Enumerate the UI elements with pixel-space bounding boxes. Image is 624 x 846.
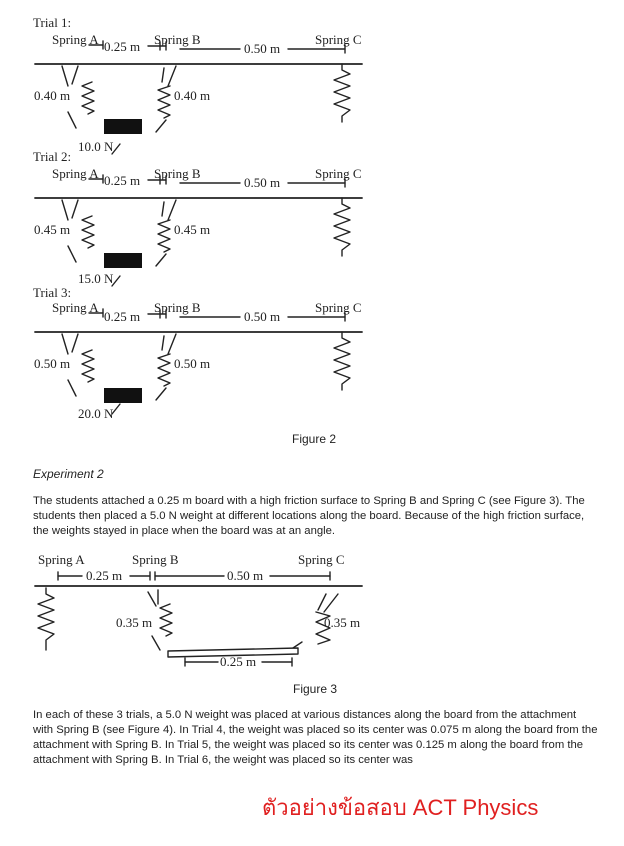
trial-2-weight-label: 15.0 N [78,271,114,286]
trial-1-weight-label: 10.0 N [78,139,114,154]
figure-3-diagram [34,571,363,667]
trial-3-title: Trial 3: [33,285,71,300]
figure-3-caption: Figure 3 [293,682,338,696]
trial-3-left-length: 0.50 m [34,356,70,371]
fig3-spring-b-label: Spring B [132,552,179,567]
experiment-2-title: Experiment 2 [33,467,104,481]
trial-1-left-length: 0.40 m [34,88,70,103]
trial-1-diagram [34,40,363,155]
trial-3-spring-c-label: Spring C [315,300,362,315]
trial-2-title: Trial 2: [33,149,71,164]
trial-1-bc-distance: 0.50 m [244,41,280,56]
fig3-spring-a-label: Spring A [38,552,85,567]
fig3-spring-c-label: Spring C [298,552,345,567]
fig3-left-length: 0.35 m [116,615,152,630]
trial-2-bc-distance: 0.50 m [244,175,280,190]
fig3-right-length: 0.35 m [324,615,360,630]
trial-1-right-length: 0.40 m [174,88,210,103]
trial-1-ab-distance: 0.25 m [104,39,140,54]
watermark-text: ตัวอย่างข้อสอบ ACT Physics [262,795,539,820]
trial-1-spring-a-label: Spring A [52,32,99,47]
trial-2-left-length: 0.45 m [34,222,70,237]
trial-2-spring-c-label: Spring C [315,166,362,181]
fig3-board-length: 0.25 m [220,654,256,669]
trial-3-diagram [34,308,363,415]
trial-3-weight-label: 20.0 N [78,406,114,421]
trial-2-spring-b-label: Spring B [154,166,201,181]
trial-2-right-length: 0.45 m [174,222,210,237]
trial-3-right-length: 0.50 m [174,356,210,371]
trial-2-ab-distance: 0.25 m [104,173,140,188]
trial-3-spring-b-label: Spring B [154,300,201,315]
trial-1-spring-c-label: Spring C [315,32,362,47]
trial-1-title: Trial 1: [33,15,71,30]
trial-2-diagram [34,174,363,287]
trial-3-bc-distance: 0.50 m [244,309,280,324]
trials-description-paragraph: In each of these 3 trials, a 5.0 N weigh… [33,709,598,766]
experiment-2-paragraph: The students attached a 0.25 m board wit… [33,495,585,537]
trial-1-spring-b-label: Spring B [154,32,201,47]
trial-2-spring-a-label: Spring A [52,166,99,181]
trial-3-ab-distance: 0.25 m [104,309,140,324]
fig3-ab-distance: 0.25 m [86,568,122,583]
fig3-bc-distance: 0.50 m [227,568,263,583]
trial-3-spring-a-label: Spring A [52,300,99,315]
figure-2-caption: Figure 2 [292,432,337,446]
figures-canvas: Trial 1: Spring A 0.25 m Spring B 0.50 m… [33,15,363,669]
